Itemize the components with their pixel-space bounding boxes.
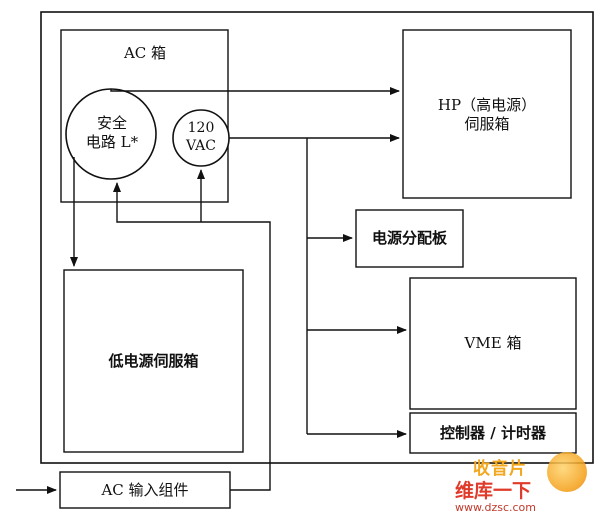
ac-input-label: AC 输入组件 — [101, 481, 189, 499]
vac-label-line1: 120 — [187, 120, 215, 136]
hp-servo-label-line1: HP（高电源） — [437, 96, 537, 114]
watermark-top-text: 收音片 — [473, 459, 527, 479]
hp-servo-label: HP（高电源） 伺服箱 — [412, 96, 562, 134]
ac-box-label: AC 箱 — [123, 44, 167, 62]
wire-safety-to-hp — [110, 87, 400, 95]
watermark-logo: 收音片 维库一下 www.dzsc.com — [455, 446, 595, 520]
hp-servo-label-line2: 伺服箱 — [464, 114, 510, 133]
watermark-url-text: www.dzsc.com — [455, 501, 537, 514]
outer-enclosure — [40, 11, 594, 464]
power-board-label: 电源分配板 — [371, 229, 447, 247]
vac-label-line2: VAC — [186, 137, 216, 154]
watermark-badge-icon — [547, 452, 587, 492]
power-board-box — [355, 209, 464, 268]
vac-label: 120 VAC — [176, 120, 226, 155]
vme-box — [409, 277, 577, 410]
low-power-servo-box — [63, 269, 244, 453]
wire-ac-input-feed — [113, 182, 271, 491]
controller-timer-label: 控制器 / 计时器 — [440, 424, 546, 442]
safety-circuit-label-line2: 电路 L* — [85, 132, 139, 151]
safety-circuit-label-line1: 安全 — [96, 114, 127, 132]
vme-box-label: VME 箱 — [464, 334, 522, 352]
low-power-servo-label: 低电源伺服箱 — [108, 352, 199, 370]
controller-timer-box — [409, 412, 577, 454]
safety-circuit-label: 安全 电路 L* — [72, 114, 152, 152]
ac-box — [60, 29, 229, 203]
watermark-mid-text: 维库一下 — [455, 480, 532, 502]
hp-servo-box — [402, 29, 572, 199]
